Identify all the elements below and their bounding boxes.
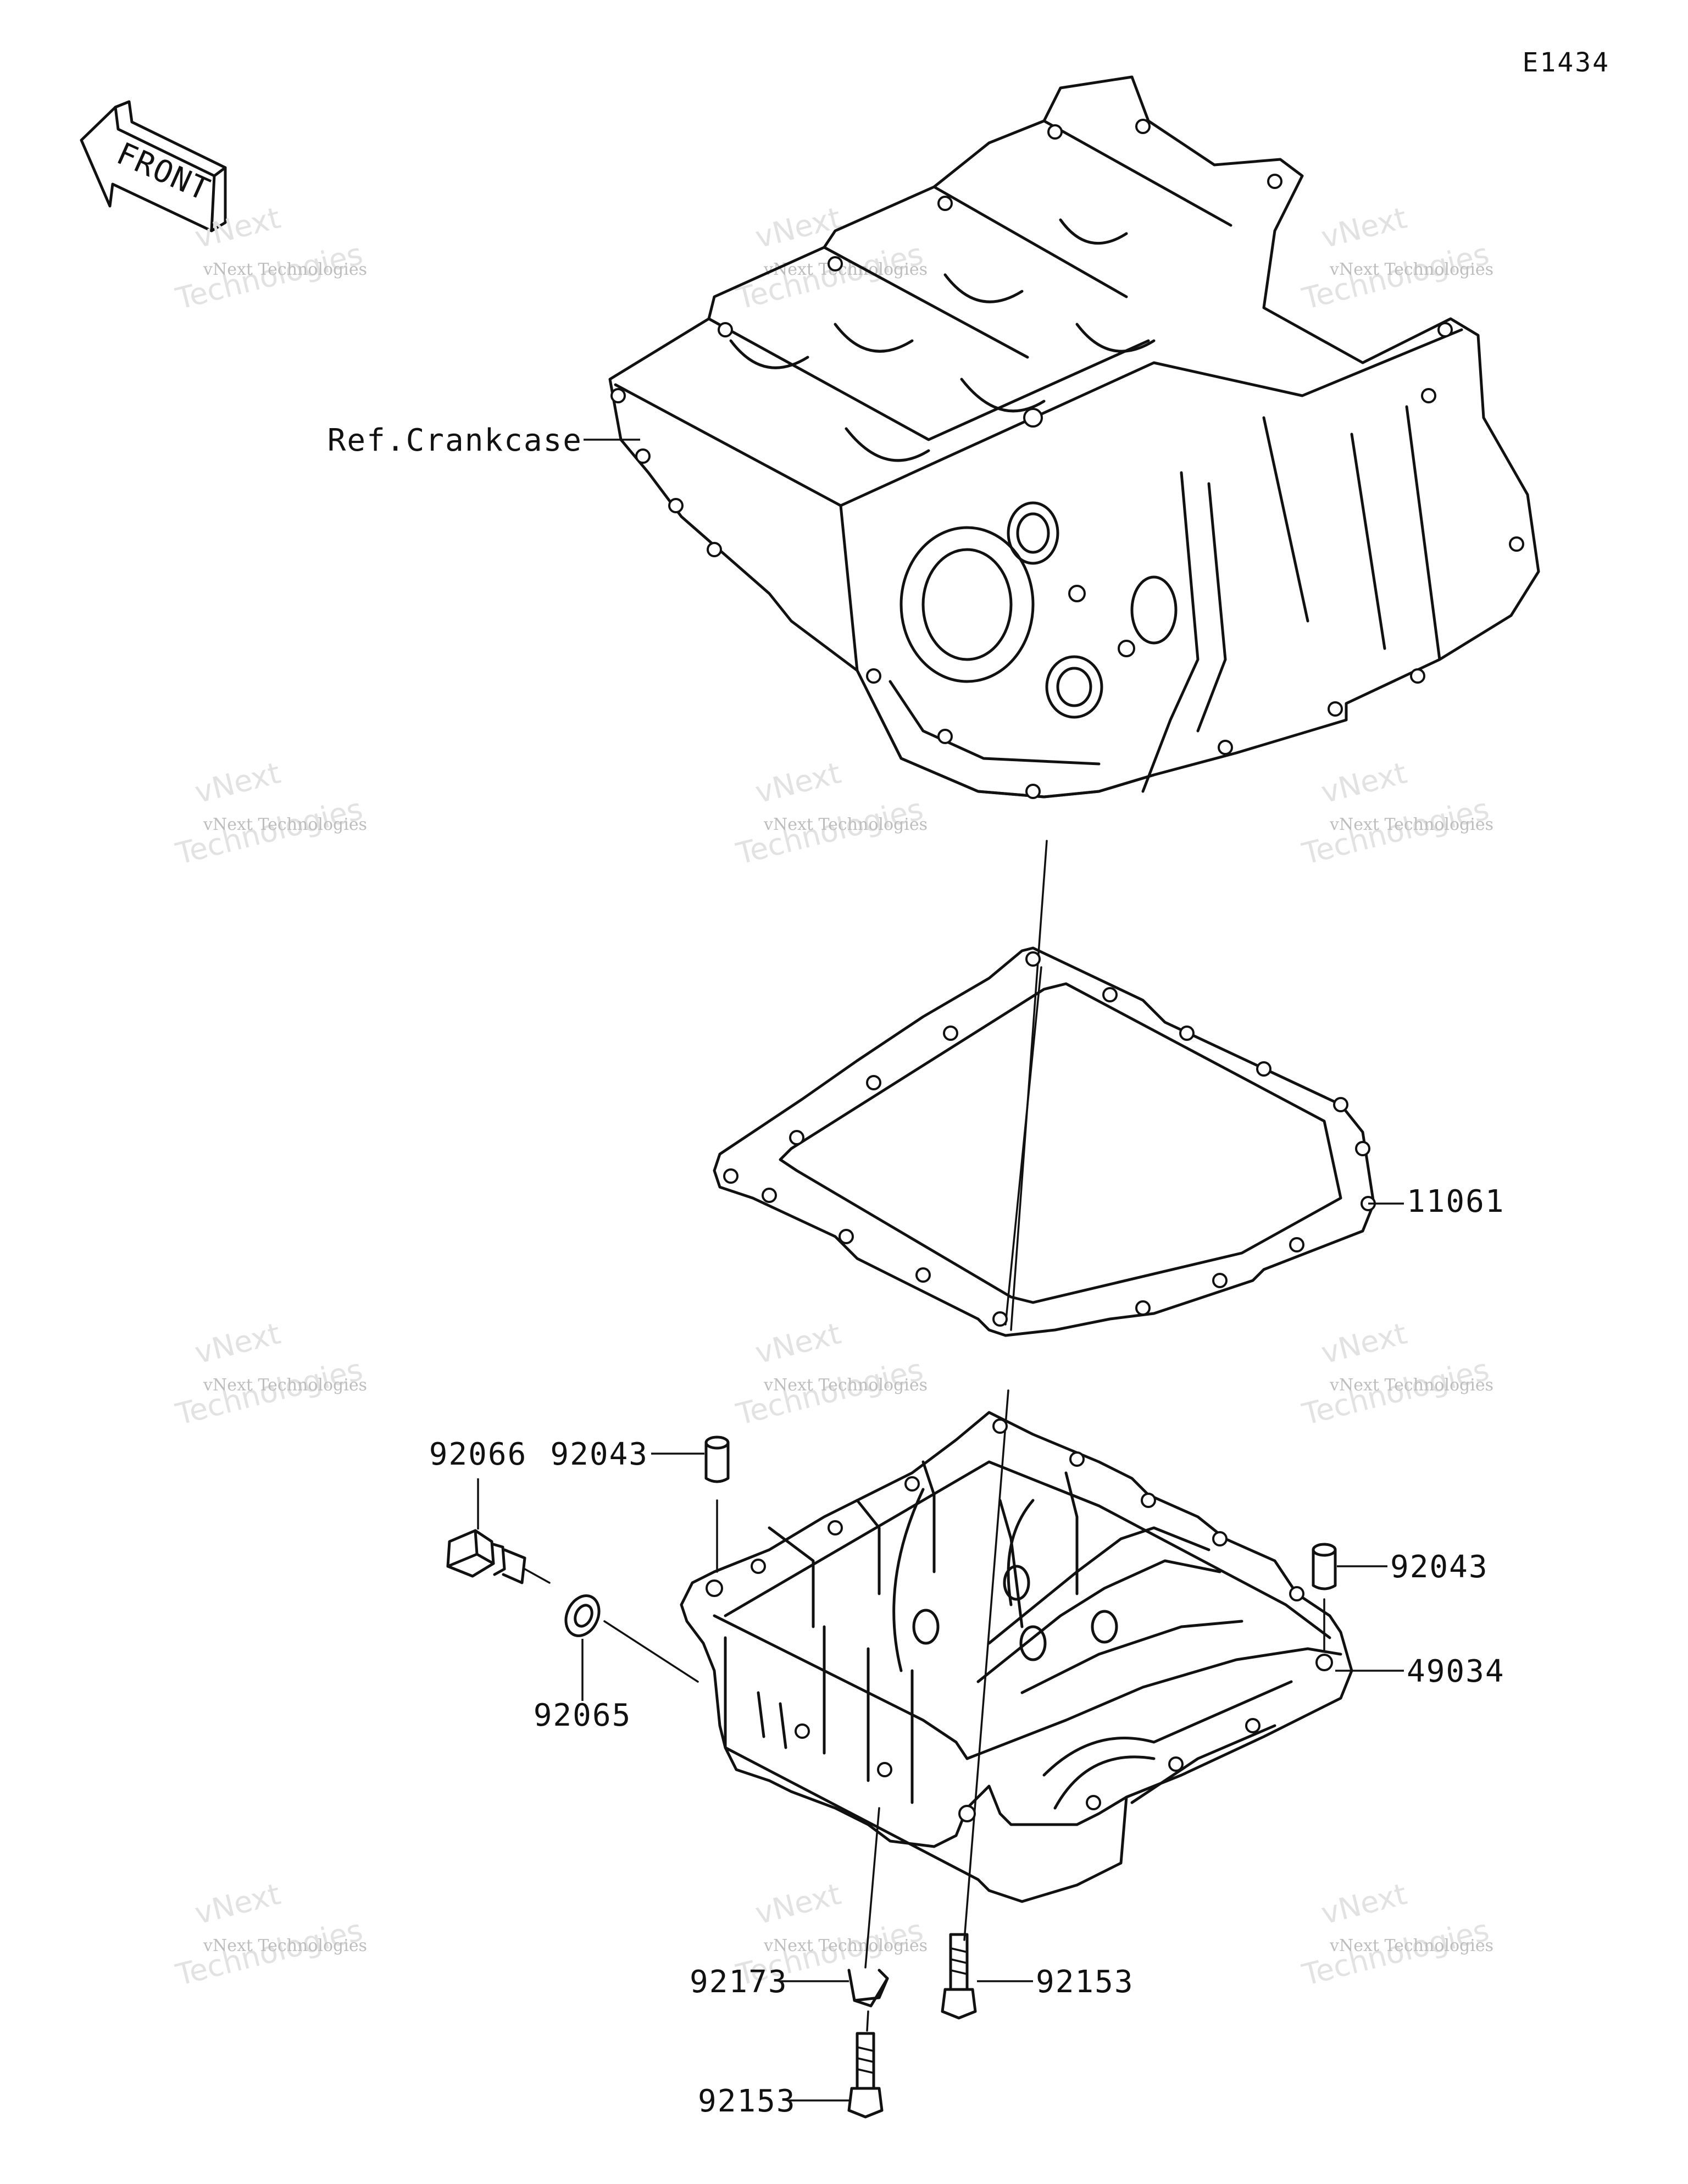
label-drain-bolt: 92066 <box>429 1437 528 1472</box>
svg-text:vNext: vNext <box>191 1316 284 1371</box>
bolt-right-drawing <box>941 1933 977 2020</box>
front-arrow-icon: FRONT <box>80 100 227 232</box>
label-oil-pan: 49034 <box>1407 1654 1505 1689</box>
label-bolt-right: 92153 <box>1036 1964 1134 2000</box>
svg-text:vNext: vNext <box>1318 756 1410 810</box>
watermark: vNext Technologies vNext Technologies <box>172 1316 367 1432</box>
watermark: vNext Technologies vNext Technologies <box>1298 1316 1493 1432</box>
svg-text:vNext Technologies: vNext Technologies <box>203 1376 367 1395</box>
washer-drawing <box>564 1594 601 1637</box>
svg-text:vNext Technologies: vNext Technologies <box>763 1936 928 1955</box>
label-bolt-bottom: 92153 <box>698 2083 796 2119</box>
alignment-line <box>1004 966 1042 1326</box>
label-clamp: 92173 <box>690 1964 788 2000</box>
svg-text:vNext: vNext <box>191 1877 284 1931</box>
svg-text:vNext Technologies: vNext Technologies <box>1329 1936 1493 1955</box>
label-dowel-pin-right: 92043 <box>1390 1549 1489 1585</box>
drain-bolt-drawing <box>446 1529 526 1584</box>
label-crankcase: Ref.Crankcase <box>327 423 582 458</box>
alignment-line <box>603 1620 699 1683</box>
label-dowel-pin-left: 92043 <box>550 1437 648 1472</box>
watermark: vNext Technologies vNext Technologies <box>172 201 367 317</box>
svg-text:vNext: vNext <box>752 201 844 255</box>
watermarks: vNext Technologies vNext Technologies vN… <box>172 201 1493 1993</box>
watermark: vNext Technologies vNext Technologies <box>1298 201 1493 317</box>
alignment-line <box>864 1807 880 1969</box>
watermark: vNext Technologies vNext Technologies <box>1298 1877 1493 1993</box>
watermark: vNext Technologies vNext Technologies <box>172 1877 367 1993</box>
alignment-line <box>866 2010 869 2032</box>
svg-text:vNext: vNext <box>1318 1877 1410 1931</box>
bolt-bottom-drawing <box>847 2032 884 2119</box>
svg-text:vNext Technologies: vNext Technologies <box>763 1376 928 1395</box>
svg-text:vNext: vNext <box>1318 201 1410 255</box>
dowel-pin-left-drawing <box>704 1435 730 1483</box>
alignment-line <box>524 1568 551 1584</box>
svg-text:vNext Technologies: vNext Technologies <box>1329 260 1493 279</box>
watermark: vNext Technologies vNext Technologies <box>732 1316 928 1432</box>
oil-pan-gasket-drawing <box>713 946 1376 1337</box>
svg-text:vNext Technologies: vNext Technologies <box>763 815 928 834</box>
dowel-pin-right-drawing <box>1312 1543 1337 1590</box>
svg-text:vNext Technologies: vNext Technologies <box>203 815 367 834</box>
svg-text:vNext: vNext <box>752 756 844 810</box>
label-gasket: 11061 <box>1407 1184 1505 1220</box>
watermark: vNext Technologies vNext Technologies <box>1298 756 1493 872</box>
alignment-line <box>963 1389 1009 1941</box>
svg-text:vNext: vNext <box>752 1877 844 1931</box>
svg-text:vNext Technologies: vNext Technologies <box>1329 815 1493 834</box>
label-washer: 92065 <box>534 1698 632 1733</box>
svg-text:vNext Technologies: vNext Technologies <box>203 260 367 279</box>
svg-text:vNext: vNext <box>191 756 284 810</box>
svg-text:vNext Technologies: vNext Technologies <box>1329 1376 1493 1395</box>
clamp-drawing <box>847 1969 889 2008</box>
diagram-code: E1434 <box>1523 47 1611 78</box>
svg-text:vNext: vNext <box>1318 1316 1410 1371</box>
svg-text:vNext Technologies: vNext Technologies <box>203 1936 367 1955</box>
svg-text:vNext: vNext <box>191 201 284 255</box>
oil-pan-drawing <box>680 1411 1353 1903</box>
crankcase-drawing <box>608 75 1540 799</box>
front-label: FRONT <box>112 136 216 208</box>
watermark: vNext Technologies vNext Technologies <box>732 756 928 872</box>
watermark: vNext Technologies vNext Technologies <box>172 756 367 872</box>
svg-text:vNext: vNext <box>752 1316 844 1371</box>
